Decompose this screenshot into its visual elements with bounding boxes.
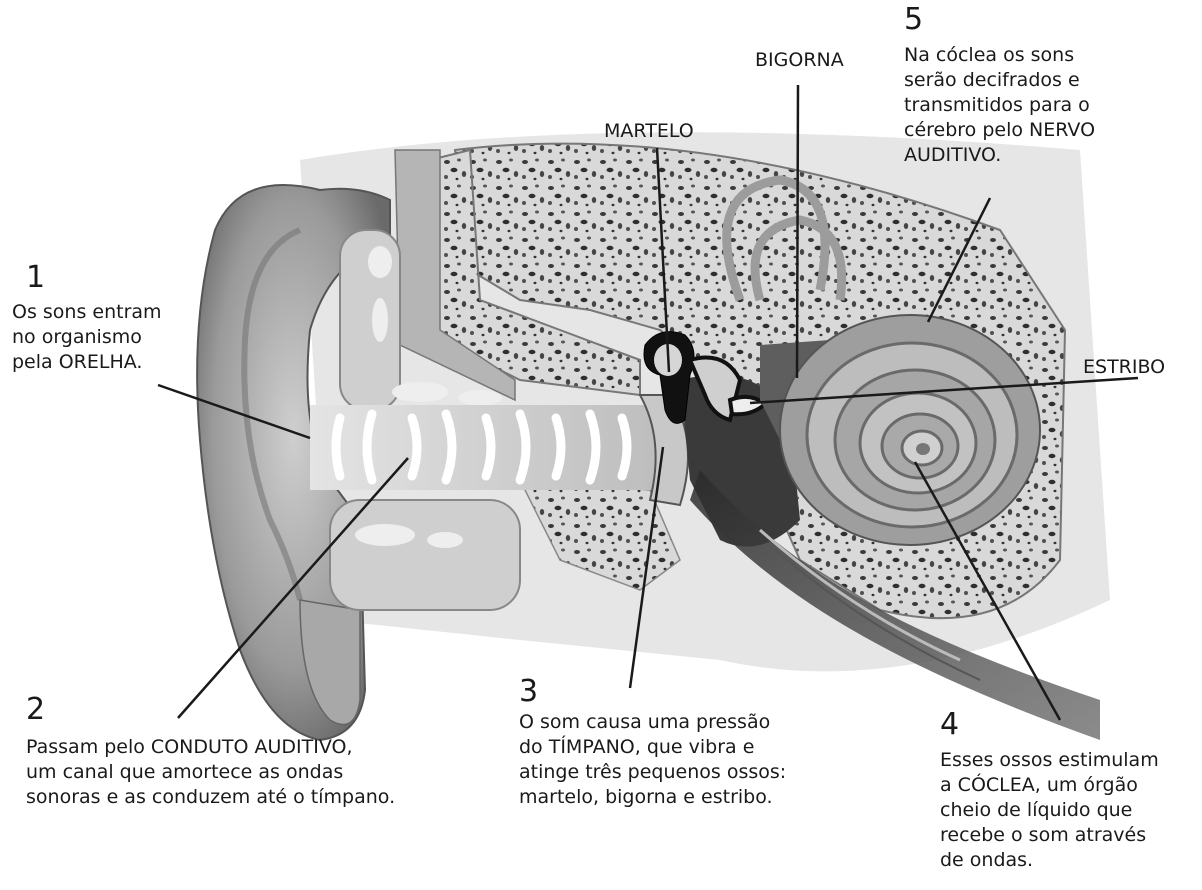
label-bigorna: BIGORNA [755,49,844,71]
step-4-text: Esses ossos estimulam a CÓCLEA, um órgão… [940,748,1159,873]
leader-line-bigorna [797,85,798,378]
step-3-number: 3 [519,677,538,707]
step-2-number: 2 [26,695,45,725]
step-3-text: O som causa uma pressão do TÍMPANO, que … [519,710,786,810]
step-4-number: 4 [940,710,959,740]
label-martelo: MARTELO [604,120,694,142]
cartilage-lower [330,500,520,610]
step-1-number: 1 [26,263,45,293]
step-5-number: 5 [904,5,923,35]
cochlea [780,315,1040,545]
step-2-text: Passam pelo CONDUTO AUDITIVO, um canal q… [26,735,395,810]
step-1-text: Os sons entram no organismo pela ORELHA. [12,300,162,375]
step-5-text: Na cóclea os sons serão decifrados e tra… [904,43,1095,168]
label-estribo: ESTRIBO [1083,356,1165,378]
